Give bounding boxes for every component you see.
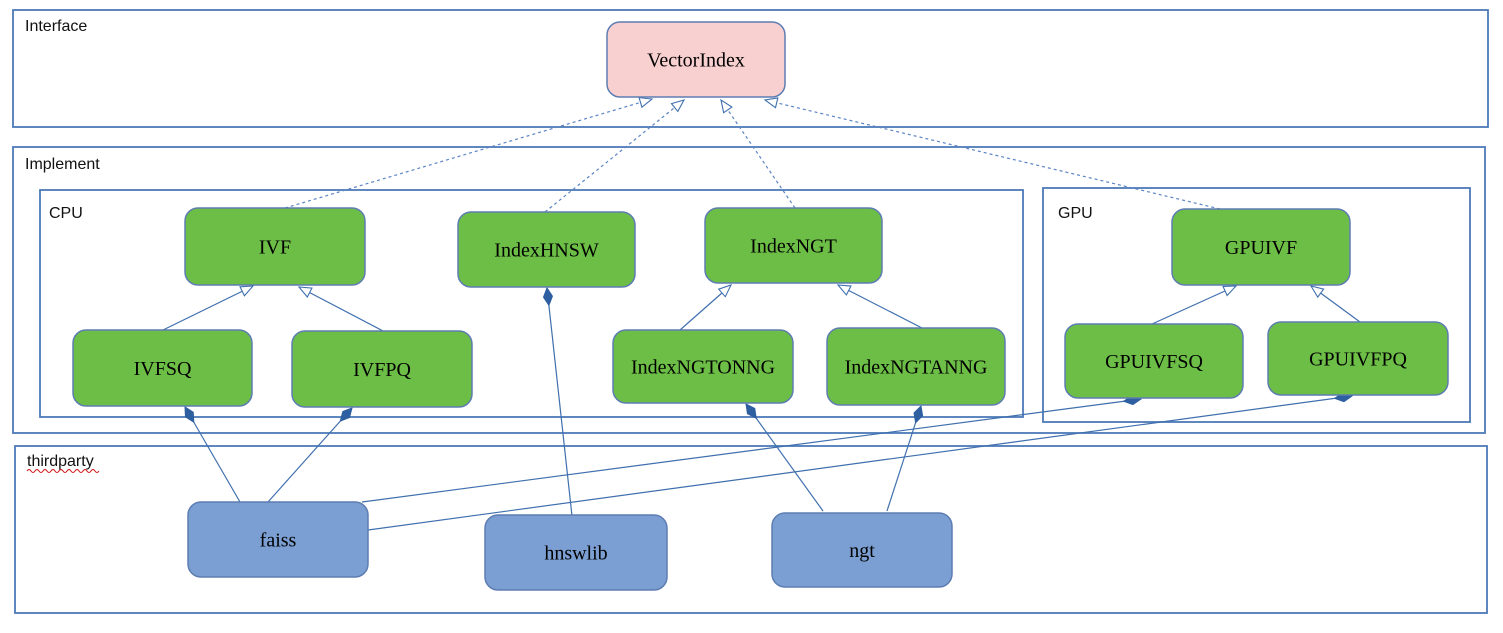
container-label-cpu: CPU [49, 205, 83, 222]
edge-realization-ivf-to-vectorindex[interactable] [284, 96, 654, 209]
node-label-ivf: IVF [259, 237, 291, 259]
node-label-vectorindex: VectorIndex [647, 50, 745, 72]
container-label-implement: Implement [25, 156, 100, 173]
node-ivfsq[interactable]: IVFSQ [72, 329, 253, 407]
node-rect-faiss[interactable] [187, 501, 369, 578]
edge-inheritance-ivfsq-to-ivf[interactable] [162, 285, 255, 331]
node-label-ngt: ngt [849, 540, 875, 562]
node-label-gpuivfpq: GPUIVFPQ [1309, 349, 1407, 371]
node-rect-ivf[interactable] [184, 207, 366, 286]
node-rect-indexngtonng[interactable] [612, 329, 794, 404]
container-label-interface: Interface [25, 18, 87, 35]
node-ivfpq[interactable]: IVFPQ [291, 330, 473, 408]
edge-realization-indexngt-to-vectorindex[interactable] [720, 98, 796, 209]
node-gpuivf[interactable]: GPUIVF [1171, 208, 1351, 286]
node-ngt[interactable]: ngt [771, 512, 953, 588]
node-rect-gpuivfsq[interactable] [1064, 323, 1244, 399]
node-rect-hnswlib[interactable] [484, 514, 668, 591]
container-label-gpu: GPU [1058, 205, 1093, 222]
node-rect-ivfsq[interactable] [72, 329, 253, 407]
node-indexngtanng[interactable]: IndexNGTANNG [826, 327, 1006, 406]
node-label-gpuivf: GPUIVF [1225, 237, 1297, 259]
edge-inheritance-ivfpq-to-ivf[interactable] [297, 286, 384, 332]
node-label-ivfsq: IVFSQ [134, 358, 192, 380]
node-indexngt[interactable]: IndexNGT [704, 207, 883, 284]
node-vectorindex[interactable]: VectorIndex [606, 21, 786, 98]
node-label-indexngt: IndexNGT [750, 236, 837, 258]
node-label-indexngtanng: IndexNGTANNG [845, 357, 988, 379]
node-rect-ivfpq[interactable] [291, 330, 473, 408]
node-label-ivfpq: IVFPQ [353, 359, 411, 381]
node-rect-ngt[interactable] [771, 512, 953, 588]
node-rect-vectorindex[interactable] [606, 21, 786, 98]
edge-composition-faiss-to-ivfpq[interactable] [267, 408, 352, 503]
node-rect-indexhnsw[interactable] [457, 211, 636, 288]
node-rect-gpuivf[interactable] [1171, 208, 1351, 286]
node-rect-indexngt[interactable] [704, 207, 883, 284]
node-label-hnswlib: hnswlib [544, 543, 607, 565]
node-rect-gpuivfpq[interactable] [1267, 321, 1449, 396]
edge-composition-faiss-to-ivfsq[interactable] [185, 407, 241, 503]
edge-composition-ngt-to-indexngtanng[interactable] [886, 406, 921, 512]
node-indexhnsw[interactable]: IndexHNSW [457, 211, 636, 288]
node-label-faiss: faiss [260, 530, 297, 552]
spellcheck-squiggle-icon [26, 469, 100, 473]
edge-inheritance-gpuivfsq-to-gpuivf[interactable] [1151, 285, 1238, 325]
node-faiss[interactable]: faiss [187, 501, 369, 578]
container-label-thirdparty: thirdparty [27, 453, 94, 470]
node-label-indexngtonng: IndexNGTONNG [631, 357, 775, 379]
node-hnswlib[interactable]: hnswlib [484, 514, 668, 591]
edge-composition-ngt-to-indexngtonng[interactable] [746, 404, 824, 512]
node-label-indexhnsw: IndexHNSW [494, 240, 599, 262]
node-gpuivfsq[interactable]: GPUIVFSQ [1064, 323, 1244, 399]
edge-inheritance-indexngtonng-to-indexngt[interactable] [679, 284, 733, 331]
node-gpuivfpq[interactable]: GPUIVFPQ [1267, 321, 1449, 396]
node-rect-indexngtanng[interactable] [826, 327, 1006, 406]
edge-composition-faiss-to-gpuivfpq[interactable] [367, 396, 1352, 531]
edge-inheritance-indexngtanng-to-indexngt[interactable] [836, 284, 923, 329]
edge-inheritance-gpuivfpq-to-gpuivf[interactable] [1309, 285, 1361, 323]
edge-composition-hnswlib-to-indexhnsw[interactable] [547, 288, 573, 517]
node-label-gpuivfsq: GPUIVFSQ [1105, 351, 1203, 373]
node-indexngtonng[interactable]: IndexNGTONNG [612, 329, 794, 404]
node-ivf[interactable]: IVF [184, 207, 366, 286]
edge-composition-faiss-to-gpuivfsq[interactable] [361, 399, 1141, 503]
